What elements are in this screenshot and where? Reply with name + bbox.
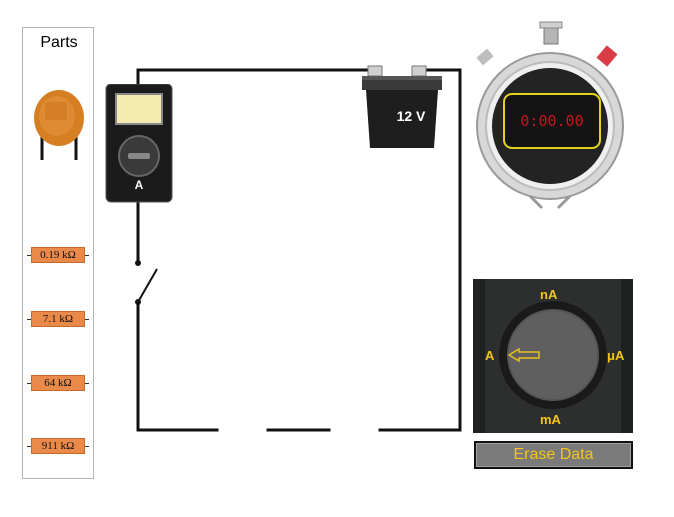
capacitor-part[interactable] [29, 86, 89, 164]
resistor-label: 7.1 kΩ [31, 311, 85, 327]
ammeter[interactable] [104, 84, 174, 204]
stopwatch[interactable] [470, 18, 635, 210]
resistor-part[interactable]: 911 kΩ [27, 438, 89, 454]
stopwatch-display: 0:00.00 [520, 112, 584, 130]
range-option-a[interactable]: A [485, 348, 495, 363]
erase-data-button[interactable]: Erase Data [474, 441, 633, 469]
resistor-label: 911 kΩ [31, 438, 85, 454]
resistor-part[interactable]: 64 kΩ [27, 375, 89, 391]
range-option-ma[interactable]: mA [540, 412, 561, 427]
range-option-ua[interactable]: μA [607, 348, 625, 363]
resistor-label: 64 kΩ [31, 375, 85, 391]
battery-label: 12 V [396, 108, 426, 124]
range-option-na[interactable]: nA [540, 287, 558, 302]
range-selector [473, 279, 633, 433]
switch[interactable] [135, 260, 158, 305]
range-dial[interactable] [473, 279, 633, 433]
resistor-part[interactable]: 7.1 kΩ [27, 311, 89, 327]
ammeter-label: A [134, 178, 144, 192]
parts-title: Parts [40, 34, 78, 51]
resistor-label: 0.19 kΩ [31, 247, 85, 263]
resistor-part[interactable]: 0.19 kΩ [27, 247, 89, 263]
battery[interactable] [360, 64, 444, 152]
parts-panel: Parts 0.19 kΩ 7.1 kΩ 64 kΩ 911 kΩ [22, 27, 94, 479]
